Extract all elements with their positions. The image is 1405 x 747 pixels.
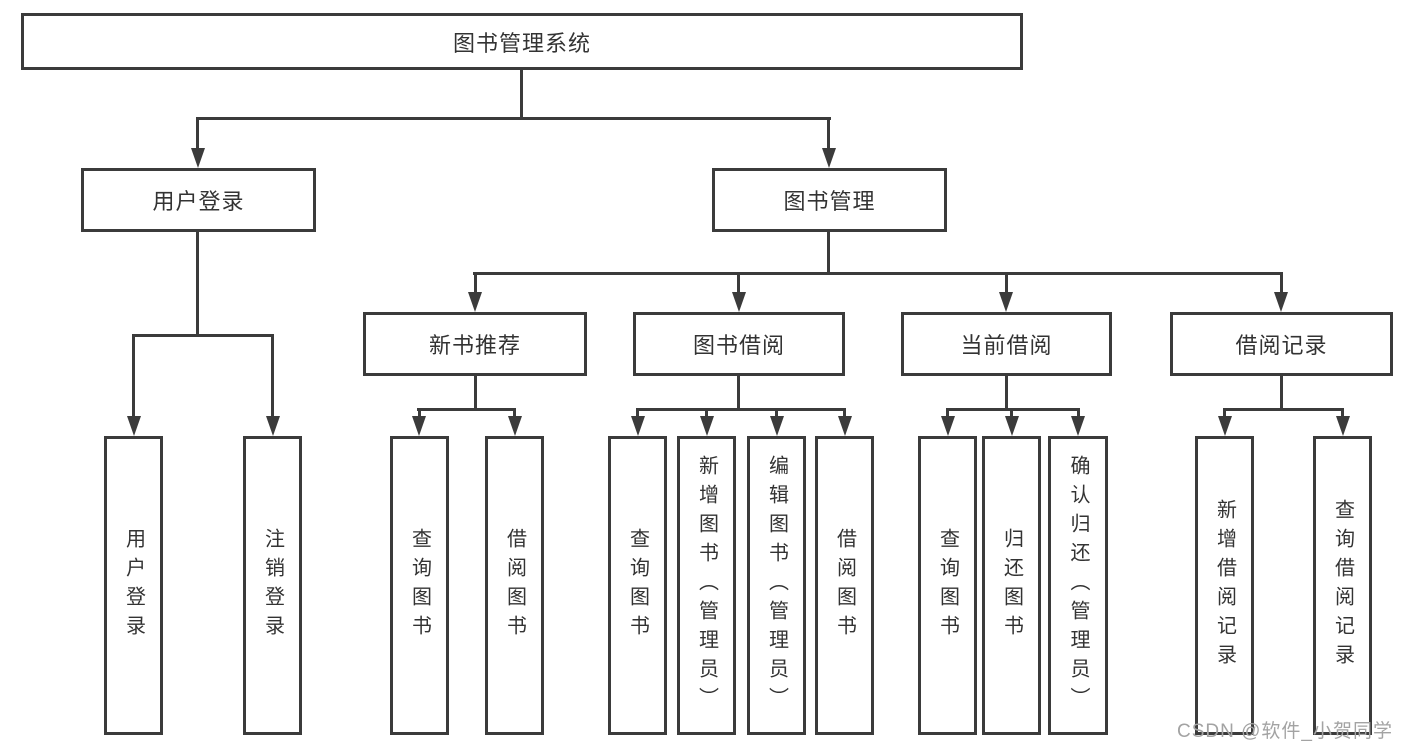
node-root-label: 图书管理系统 bbox=[452, 30, 591, 56]
leaf-records-query-record: 查询借阅记录 bbox=[1313, 436, 1372, 735]
node-user-login-branch: 用户登录 bbox=[81, 168, 316, 232]
leaf-current-return-books: 归还图书 bbox=[982, 436, 1041, 735]
leaf-borrow-borrow-books: 借阅图书 bbox=[815, 436, 874, 735]
connector-root-trunk bbox=[520, 70, 523, 117]
connector-to-new-book-recommend bbox=[474, 272, 477, 294]
leaf-borrow-add-books-admin-label: 新增图书（管理员） bbox=[695, 455, 718, 716]
node-book-management-label: 图书管理 bbox=[783, 189, 876, 214]
leaf-recommend-borrow-books-label: 借阅图书 bbox=[503, 527, 526, 644]
node-root-system: 图书管理系统 bbox=[21, 13, 1023, 70]
leaf-current-confirm-return-admin-label: 确认归还（管理员） bbox=[1067, 455, 1089, 716]
connector-recommend-bar bbox=[417, 408, 516, 411]
arrowhead-user-login bbox=[191, 148, 205, 168]
node-user-login-label: 用户登录 bbox=[152, 189, 245, 214]
arrowhead-leaf-borrow-edit bbox=[770, 416, 784, 436]
leaf-user-login: 用户登录 bbox=[104, 436, 163, 735]
connector-to-leaf-borrow-borrow bbox=[843, 408, 846, 420]
connector-to-leaf-current-confirm bbox=[1077, 408, 1080, 420]
leaf-recommend-borrow-books: 借阅图书 bbox=[485, 436, 544, 735]
connector-to-leaf-recommend-borrow bbox=[513, 408, 516, 420]
leaf-borrow-query-books: 查询图书 bbox=[608, 436, 667, 735]
arrowhead-current-borrow bbox=[999, 292, 1013, 312]
connector-to-leaf-borrow-edit bbox=[775, 408, 778, 420]
connector-to-leaf-current-return bbox=[1010, 408, 1013, 420]
connector-to-current-borrow bbox=[1005, 272, 1008, 294]
connector-book-management-bar bbox=[473, 272, 1283, 275]
connector-book-management-trunk bbox=[827, 232, 830, 272]
connector-records-bar bbox=[1223, 408, 1344, 411]
connector-to-book-management bbox=[827, 117, 830, 152]
leaf-borrow-add-books-admin: 新增图书（管理员） bbox=[677, 436, 736, 735]
arrowhead-leaf-borrow-query bbox=[631, 416, 645, 436]
leaf-current-query-books-label: 查询图书 bbox=[936, 527, 959, 644]
leaf-logout-label: 注销登录 bbox=[261, 527, 284, 644]
arrowhead-borrow-records bbox=[1274, 292, 1288, 312]
connector-to-leaf-user-login bbox=[132, 334, 135, 418]
connector-to-user-login bbox=[196, 117, 199, 152]
leaf-records-query-record-label: 查询借阅记录 bbox=[1331, 498, 1354, 673]
leaf-records-add-record: 新增借阅记录 bbox=[1195, 436, 1254, 735]
leaf-borrow-edit-books-admin-label: 编辑图书（管理员） bbox=[765, 455, 788, 716]
connector-borrow-trunk bbox=[737, 376, 740, 408]
connector-to-leaf-borrow-query bbox=[636, 408, 639, 420]
leaf-user-login-label: 用户登录 bbox=[122, 527, 145, 644]
leaf-current-query-books: 查询图书 bbox=[918, 436, 977, 735]
connector-root-bar bbox=[197, 117, 831, 120]
connector-borrow-bar bbox=[636, 408, 846, 411]
node-book-borrow: 图书借阅 bbox=[633, 312, 845, 376]
node-book-management-branch: 图书管理 bbox=[712, 168, 947, 232]
arrowhead-leaf-borrow-borrow bbox=[838, 416, 852, 436]
node-current-borrow-label: 当前借阅 bbox=[960, 333, 1053, 358]
leaf-records-add-record-label: 新增借阅记录 bbox=[1213, 498, 1236, 673]
arrowhead-book-borrow bbox=[732, 292, 746, 312]
arrowhead-book-management bbox=[822, 148, 836, 168]
csdn-watermark: CSDN @软件_小贺同学 bbox=[1177, 721, 1393, 742]
connector-to-borrow-records bbox=[1280, 272, 1283, 294]
connector-to-leaf-borrow-add bbox=[705, 408, 708, 420]
node-new-book-recommend: 新书推荐 bbox=[363, 312, 587, 376]
node-borrow-records-label: 借阅记录 bbox=[1235, 333, 1328, 358]
arrowhead-new-book-recommend bbox=[468, 292, 482, 312]
arrowhead-leaf-user-login bbox=[127, 416, 141, 436]
connector-user-login-trunk bbox=[196, 232, 199, 334]
arrowhead-leaf-current-confirm bbox=[1071, 416, 1085, 436]
leaf-borrow-borrow-books-label: 借阅图书 bbox=[833, 527, 856, 644]
connector-recommend-trunk bbox=[474, 376, 477, 408]
leaf-recommend-query-books-label: 查询图书 bbox=[408, 527, 431, 644]
arrowhead-leaf-current-return bbox=[1005, 416, 1019, 436]
arrowhead-leaf-current-query bbox=[941, 416, 955, 436]
connector-current-trunk bbox=[1005, 376, 1008, 408]
arrowhead-leaf-recommend-query bbox=[412, 416, 426, 436]
leaf-current-return-books-label: 归还图书 bbox=[1000, 527, 1023, 644]
arrowhead-leaf-logout bbox=[266, 416, 280, 436]
leaf-recommend-query-books: 查询图书 bbox=[390, 436, 449, 735]
node-borrow-records: 借阅记录 bbox=[1170, 312, 1393, 376]
connector-to-leaf-recommend-query bbox=[418, 408, 421, 420]
leaf-logout: 注销登录 bbox=[243, 436, 302, 735]
arrowhead-leaf-records-query bbox=[1336, 416, 1350, 436]
arrowhead-leaf-recommend-borrow bbox=[508, 416, 522, 436]
connector-records-trunk bbox=[1280, 376, 1283, 408]
node-book-borrow-label: 图书借阅 bbox=[692, 333, 785, 358]
connector-to-leaf-current-query bbox=[946, 408, 949, 420]
connector-to-book-borrow bbox=[737, 272, 740, 294]
arrowhead-leaf-borrow-add bbox=[700, 416, 714, 436]
connector-user-login-bar bbox=[132, 334, 274, 337]
connector-to-leaf-records-add bbox=[1223, 408, 1226, 420]
connector-to-leaf-records-query bbox=[1341, 408, 1344, 420]
arrowhead-leaf-records-add bbox=[1218, 416, 1232, 436]
connector-to-leaf-logout bbox=[271, 334, 274, 418]
leaf-borrow-query-books-label: 查询图书 bbox=[626, 527, 649, 644]
node-current-borrow: 当前借阅 bbox=[901, 312, 1112, 376]
leaf-borrow-edit-books-admin: 编辑图书（管理员） bbox=[747, 436, 806, 735]
node-new-book-recommend-label: 新书推荐 bbox=[428, 333, 521, 358]
leaf-current-confirm-return-admin: 确认归还（管理员） bbox=[1048, 436, 1108, 735]
